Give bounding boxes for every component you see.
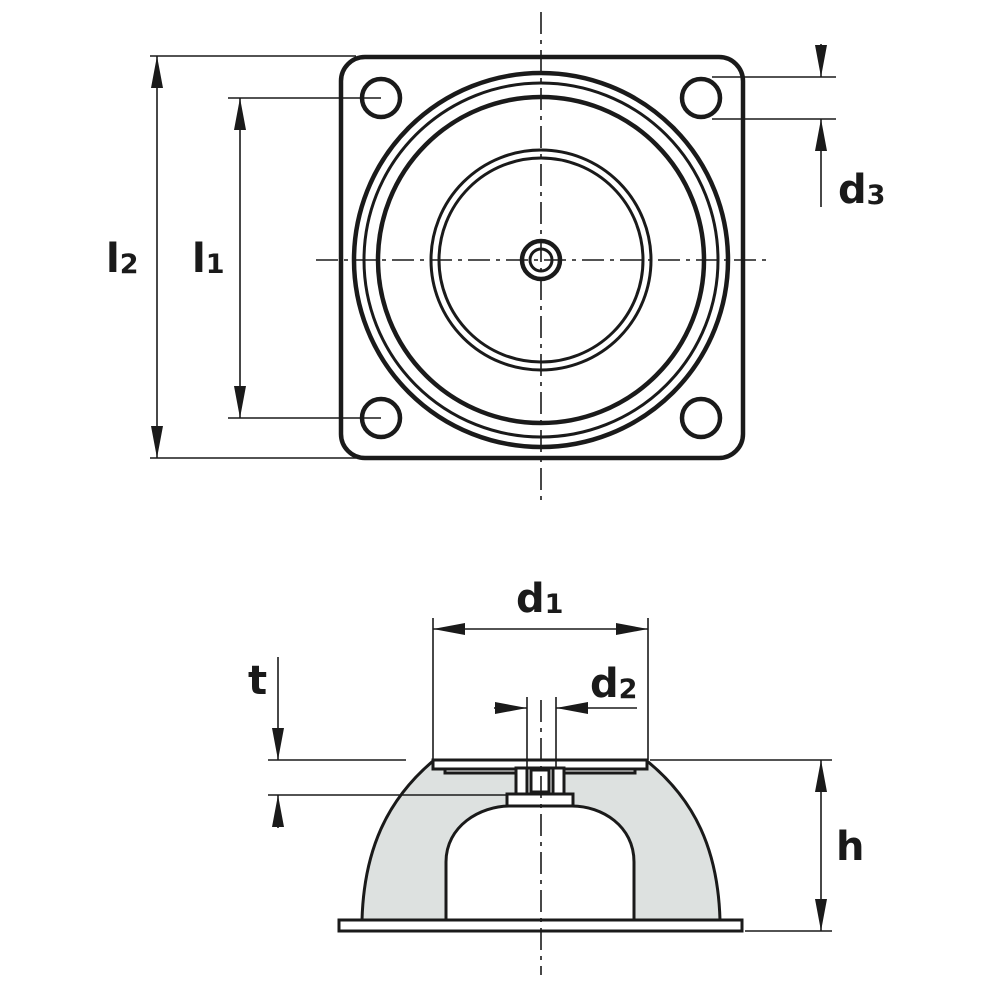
t-arrow-bottom [272, 795, 284, 827]
mounting-hole-top-right [679, 76, 723, 120]
t-label: t [248, 658, 267, 704]
mounting-hole-bottom-right [679, 396, 723, 440]
l1-label: l1 [192, 236, 225, 282]
d2-arrow-right [556, 702, 588, 714]
l1-arrow-bottom [234, 386, 246, 418]
insert-bore [529, 768, 551, 794]
d1-arrow-left [433, 623, 465, 635]
insert-collar [505, 792, 575, 808]
d2-label: d2 [590, 661, 637, 707]
d2-arrow-left [495, 702, 527, 714]
d1-arrow-right [616, 623, 648, 635]
h-arrow-bottom [815, 899, 827, 931]
l2-arrow-top [151, 56, 163, 88]
inner-cavity [444, 804, 636, 922]
h-label: h [836, 824, 864, 870]
l2-arrow-bottom [151, 426, 163, 458]
l1-arrow-top [234, 98, 246, 130]
t-arrow-top [272, 728, 284, 760]
top-view: l2 l1 d3 [106, 12, 885, 502]
h-arrow-top [815, 760, 827, 792]
l2-label: l2 [106, 236, 139, 282]
d1-label: d1 [516, 576, 563, 622]
d3-arrow-bottom [815, 119, 827, 151]
side-view: d1 d2 t h [248, 576, 864, 975]
d3-label: d3 [838, 167, 885, 213]
d3-arrow-top [815, 45, 827, 77]
base-plate-outline [338, 54, 746, 461]
